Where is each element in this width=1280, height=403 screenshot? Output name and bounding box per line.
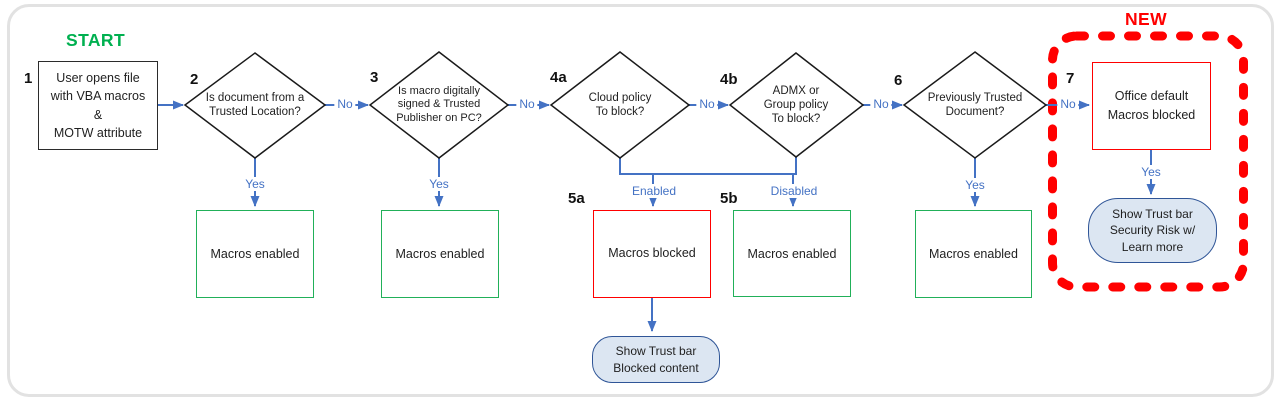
step-number-4a: 4a (550, 69, 567, 86)
node-5b-macros-enabled: Macros enabled (733, 210, 851, 297)
diamond-2-shape (183, 52, 327, 159)
edge-label-no-4b-6: No (870, 97, 892, 111)
edge-policy-bus (619, 157, 797, 175)
step-number-5a: 5a (568, 190, 585, 207)
start-label: START (66, 30, 126, 50)
edge-label-yes-2: Yes (242, 177, 268, 191)
edge-label-disabled: Disabled (767, 184, 821, 198)
result-6-macros-enabled: Macros enabled (915, 210, 1032, 298)
node-5a-macros-blocked: Macros blocked (593, 210, 711, 298)
edge-label-no-3-4a: No (516, 97, 538, 111)
node-7-office-default-blocked: Office default Macros blocked (1092, 62, 1211, 150)
step-number-1: 1 (24, 70, 33, 87)
diamond-4a-shape (549, 51, 691, 159)
step-number-4b: 4b (720, 71, 738, 88)
edge-label-yes-6: Yes (962, 178, 988, 192)
edge-label-enabled: Enabled (628, 184, 680, 198)
step-number-3: 3 (370, 69, 379, 86)
node-1-user-opens-file: User opens file with VBA macros & MOTW a… (38, 61, 158, 150)
new-label: NEW (1124, 9, 1168, 29)
diamond-4b-shape (728, 52, 865, 158)
step-number-6: 6 (894, 72, 903, 89)
callout-trust-bar-blocked-content: Show Trust bar Blocked content (592, 336, 720, 383)
step-number-7: 7 (1066, 70, 1075, 87)
edge-label-yes-7: Yes (1138, 165, 1164, 179)
edge-label-no-2-3: No (334, 97, 356, 111)
node-4a-cloud-policy: Cloud policy To block? (588, 91, 652, 118)
node-3-digitally-signed: Is macro digitally signed & Trusted Publ… (396, 84, 482, 124)
diamond-3-shape (368, 51, 510, 159)
edge-label-no-4a-4b: No (696, 97, 718, 111)
node-6-previously-trusted: Previously Trusted Document? (927, 91, 1023, 118)
result-2-macros-enabled: Macros enabled (196, 210, 314, 298)
step-number-5b: 5b (720, 190, 738, 207)
node-4b-admx-group-policy: ADMX or Group policy To block? (763, 84, 829, 125)
diamond-6-shape (902, 51, 1048, 159)
node-2-trusted-location: Is document from a Trusted Location? (205, 91, 305, 118)
edge-label-yes-3: Yes (426, 177, 452, 191)
callout-trust-bar-security-risk: Show Trust bar Security Risk w/ Learn mo… (1088, 198, 1217, 263)
decision-diamonds (183, 51, 1048, 159)
new-region-dashed-outline (1048, 31, 1248, 292)
edge-label-no-6-7: No (1057, 97, 1079, 111)
canvas-rounded-border (7, 4, 1274, 397)
result-3-macros-enabled: Macros enabled (381, 210, 499, 298)
step-number-2: 2 (190, 71, 199, 88)
